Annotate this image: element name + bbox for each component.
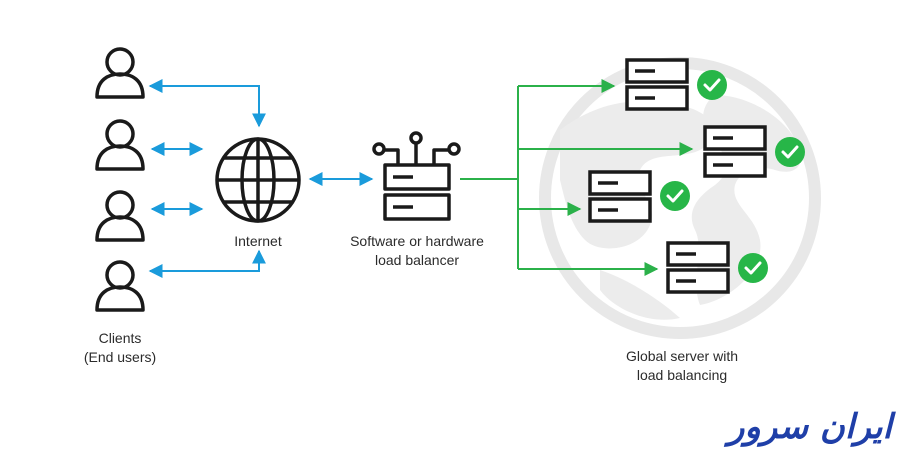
client-user-icon-1 <box>95 47 145 99</box>
check-circle-icon-1 <box>697 70 727 100</box>
servers-label-line2: load balancing <box>636 367 728 383</box>
load-balancer-icon <box>372 131 461 221</box>
server-icon-4 <box>666 241 730 294</box>
internet-label-text: Internet <box>234 233 282 249</box>
server-icon-2 <box>703 125 767 178</box>
servers-label-line1: Global server with <box>625 348 739 364</box>
clients-label: Clients (End users) <box>60 329 180 367</box>
server-distribution-lines <box>460 79 694 276</box>
servers-label: Global server with load balancing <box>597 347 767 385</box>
server-icon-1 <box>625 58 689 111</box>
globe-icon <box>215 137 301 223</box>
connection-arrow-4 <box>148 249 266 278</box>
internet-label: Internet <box>208 232 308 251</box>
connection-arrow-1 <box>148 79 266 128</box>
client-user-icon-2 <box>95 119 145 171</box>
server-icon-3 <box>588 170 652 223</box>
load-balancer-label: Software or hardware load balancer <box>332 232 502 270</box>
clients-label-line2: (End users) <box>83 349 157 365</box>
client-internet-connections <box>148 79 374 278</box>
load-balancer-label-line1: Software or hardware <box>350 233 484 249</box>
brand-logo: ایران سرور <box>723 407 897 447</box>
load-balancer-label-line2: load balancer <box>374 252 460 268</box>
check-circle-icon-2 <box>775 137 805 167</box>
client-user-icon-4 <box>95 260 145 312</box>
check-circle-icon-3 <box>660 181 690 211</box>
check-circle-icon-4 <box>738 253 768 283</box>
clients-label-line1: Clients <box>98 330 142 346</box>
client-user-icon-3 <box>95 190 145 242</box>
